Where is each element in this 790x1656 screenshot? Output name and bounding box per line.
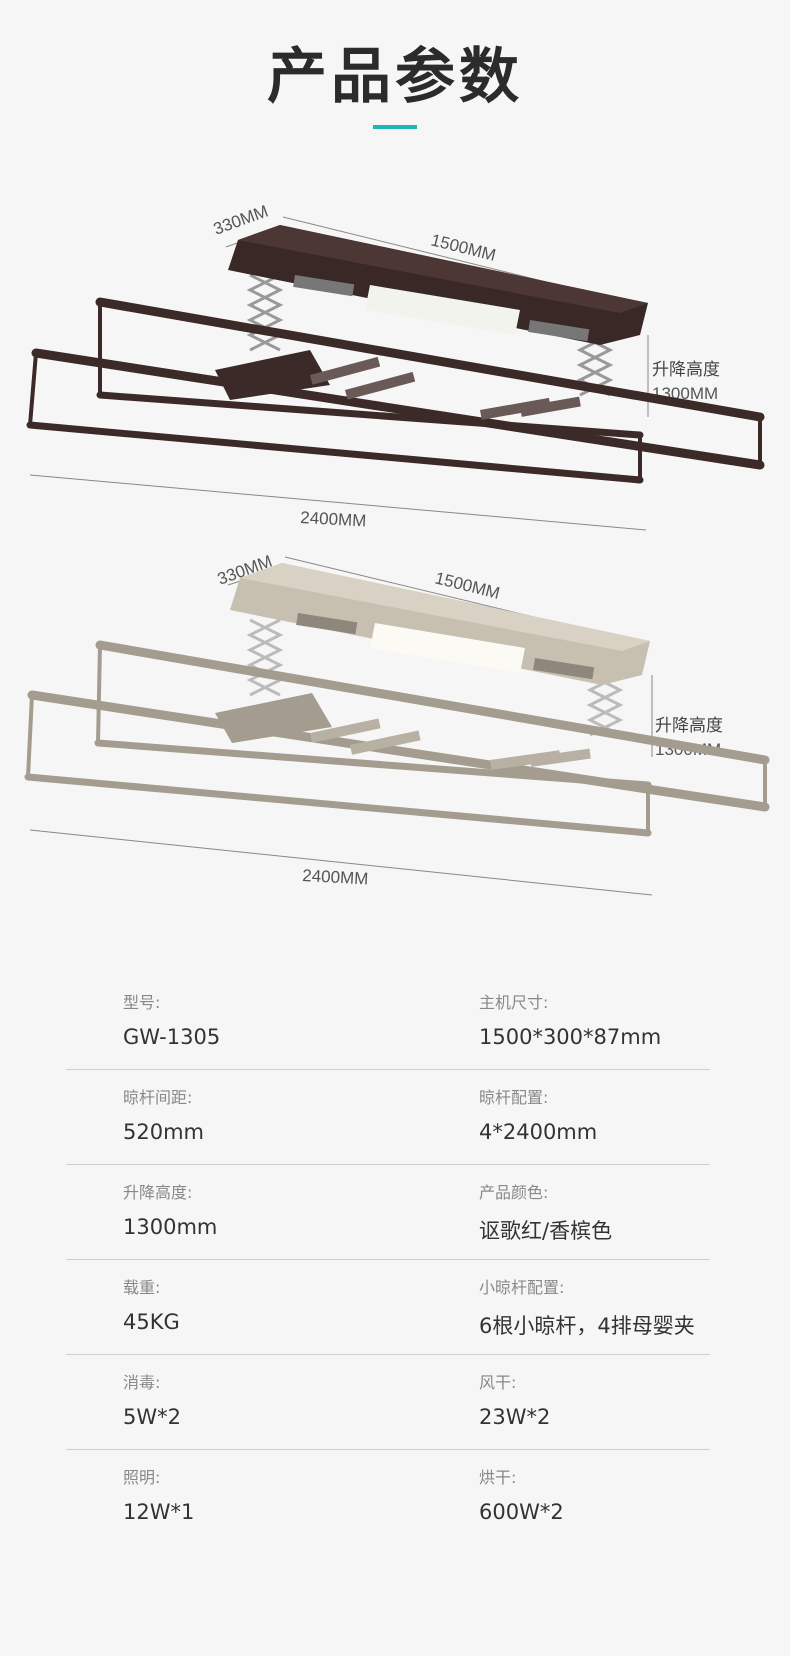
title-underline <box>373 125 417 129</box>
scissor-arm-right <box>586 673 624 737</box>
spec-label: 消毒: <box>123 1373 161 1392</box>
spec-cell: 主机尺寸: 1500*300*87mm <box>479 975 661 1049</box>
spec-label: 照明: <box>123 1468 161 1487</box>
hanging-bars <box>26 297 765 484</box>
drying-rack-dark-illustration: 330MM 1500MM 升降高度 1300MM 2400MM <box>26 202 765 531</box>
spec-cell: 产品颜色: 讴歌红/香槟色 <box>479 1165 612 1245</box>
bar-bracket <box>215 350 330 400</box>
spec-value: GW-1305 <box>123 1025 221 1049</box>
vent-right <box>533 658 595 680</box>
spec-label: 晾杆间距: <box>123 1088 193 1107</box>
spec-label: 产品颜色: <box>479 1183 549 1202</box>
lamp-panel <box>365 285 520 335</box>
spec-value: 1300mm <box>123 1215 218 1239</box>
spec-cell: 晾杆间距: 520mm <box>123 1070 204 1144</box>
spec-label: 风干: <box>479 1373 517 1392</box>
spec-cell: 型号: GW-1305 <box>123 975 220 1049</box>
spec-value: 5W*2 <box>123 1405 181 1429</box>
width-label: 2400MM <box>302 866 369 888</box>
spec-row: 升降高度: 1300mm 产品颜色: 讴歌红/香槟色 <box>66 1165 710 1260</box>
spec-value: 45KG <box>123 1310 180 1334</box>
scissor-arm-left <box>246 273 284 352</box>
hanging-bars <box>24 640 770 837</box>
clip-racks <box>310 718 591 770</box>
spec-row: 照明: 12W*1 烘干: 600W*2 <box>66 1450 710 1544</box>
scissor-arm-left <box>246 618 284 697</box>
spec-table: 型号: GW-1305 主机尺寸: 1500*300*87mm 晾杆间距: 52… <box>66 975 710 1544</box>
spec-label: 晾杆配置: <box>479 1088 549 1107</box>
drying-rack-champagne-illustration: 330MM 1500MM 升降高度 1300MM 2400MM <box>24 552 770 896</box>
spec-cell: 晾杆配置: 4*2400mm <box>479 1070 597 1144</box>
vent-right <box>528 320 590 342</box>
spec-label: 主机尺寸: <box>479 993 549 1012</box>
clip-racks <box>310 356 581 420</box>
spec-value: 4*2400mm <box>479 1120 598 1144</box>
spec-row: 型号: GW-1305 主机尺寸: 1500*300*87mm <box>66 975 710 1070</box>
spec-value: 23W*2 <box>479 1405 551 1429</box>
spec-row: 晾杆间距: 520mm 晾杆配置: 4*2400mm <box>66 1070 710 1165</box>
width-dimension-line <box>29 829 653 896</box>
spec-cell: 照明: 12W*1 <box>123 1450 194 1524</box>
product-figure-dark: 330MM 1500MM 升降高度 1300MM 2400MM <box>0 185 790 540</box>
spec-label: 小晾杆配置: <box>479 1278 565 1297</box>
width-dimension-line <box>29 474 647 531</box>
lamp-panel <box>370 623 525 673</box>
bar-bracket <box>215 693 332 743</box>
spec-cell: 载重: 45KG <box>123 1260 180 1334</box>
vent-left <box>296 613 358 635</box>
spec-label: 载重: <box>123 1278 161 1297</box>
spec-label: 烘干: <box>479 1468 517 1487</box>
spec-cell: 消毒: 5W*2 <box>123 1355 181 1429</box>
spec-value: 讴歌红/香槟色 <box>479 1219 613 1243</box>
spec-cell: 风干: 23W*2 <box>479 1355 550 1429</box>
spec-cell: 烘干: 600W*2 <box>479 1450 564 1524</box>
spec-value: 1500*300*87mm <box>479 1025 662 1049</box>
spec-value: 12W*1 <box>123 1500 195 1524</box>
lift-label: 升降高度 <box>655 716 723 736</box>
spec-row: 消毒: 5W*2 风干: 23W*2 <box>66 1355 710 1450</box>
spec-cell: 升降高度: 1300mm <box>123 1165 217 1239</box>
product-figure-champagne: 330MM 1500MM 升降高度 1300MM 2400MM <box>0 545 790 900</box>
vent-left <box>293 275 355 297</box>
spec-cell: 小晾杆配置: 6根小晾杆，4排母婴夹 <box>479 1260 695 1340</box>
width-label: 2400MM <box>300 508 367 530</box>
spec-value: 6根小晾杆，4排母婴夹 <box>479 1314 695 1338</box>
spec-value: 600W*2 <box>479 1500 564 1524</box>
spec-row: 载重: 45KG 小晾杆配置: 6根小晾杆，4排母婴夹 <box>66 1260 710 1355</box>
spec-label: 升降高度: <box>123 1183 193 1202</box>
lift-label: 升降高度 <box>652 360 720 380</box>
page-title: 产品参数 <box>267 42 523 112</box>
spec-label: 型号: <box>123 993 161 1012</box>
spec-value: 520mm <box>123 1120 204 1144</box>
